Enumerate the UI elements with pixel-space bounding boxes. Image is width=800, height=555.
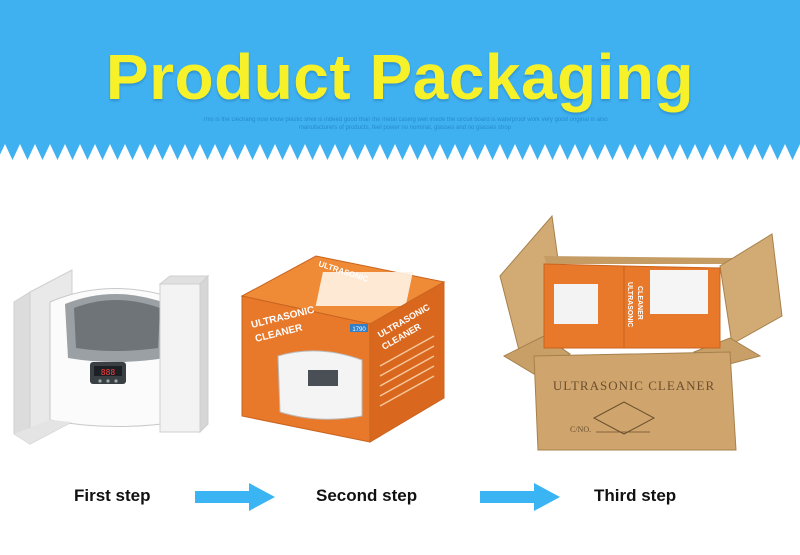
box-model-text: 1790 [352, 327, 366, 333]
step-label-first: First step [74, 486, 151, 505]
arrow-right-icon [195, 483, 275, 511]
carton-code: C/NO. [570, 425, 591, 434]
display-screen [94, 366, 122, 376]
right-foam-side [199, 274, 209, 434]
inner-box-left-photo [554, 284, 598, 324]
inner-box-right-photo [650, 270, 708, 314]
box-side-text-lines [379, 335, 435, 407]
page-subtitle: This is the Dechang now know plastic she… [202, 117, 608, 131]
panel-button [114, 379, 118, 383]
box-top-photos [315, 272, 413, 306]
display-digits: 888 [101, 368, 116, 377]
cleaner-lid-window [74, 300, 160, 351]
step-label-third: Third step [594, 486, 677, 505]
page-title: Product Packaging [105, 41, 695, 113]
carton-label: ULTRASONIC CLEANER [553, 378, 715, 393]
step-label-second: Second step [316, 486, 418, 505]
carton-right-flap [719, 233, 783, 345]
carton-image: ULTRASONIC CLEANER ULTRASONIC CLEANER C/… [499, 214, 783, 451]
foam-base [14, 420, 72, 444]
arrow-right-icon [480, 483, 560, 511]
inner-box-label-1: ULTRASONIC [626, 282, 633, 327]
steps-row: First step Second step Third step [0, 480, 800, 520]
cleaner-in-foam-image: 888 [13, 269, 210, 445]
box-photo-panel [308, 370, 338, 386]
left-foam-side [13, 291, 31, 445]
inner-box-label-2: CLEANER [636, 286, 643, 320]
box-model-badge [350, 324, 368, 332]
right-foam-block [159, 283, 201, 433]
banner-background [0, 0, 800, 160]
panel-button [98, 379, 102, 383]
carton-diamond-mark [592, 401, 656, 435]
header-banner: Product Packaging This is the Dechang no… [0, 0, 800, 162]
carton-front-face [533, 351, 737, 451]
carton-back-flap [544, 256, 734, 264]
panel-button [106, 379, 110, 383]
orange-box-image: ULTRASONIC ULTRASONIC CLEANER ULTRASONIC… [240, 255, 446, 443]
